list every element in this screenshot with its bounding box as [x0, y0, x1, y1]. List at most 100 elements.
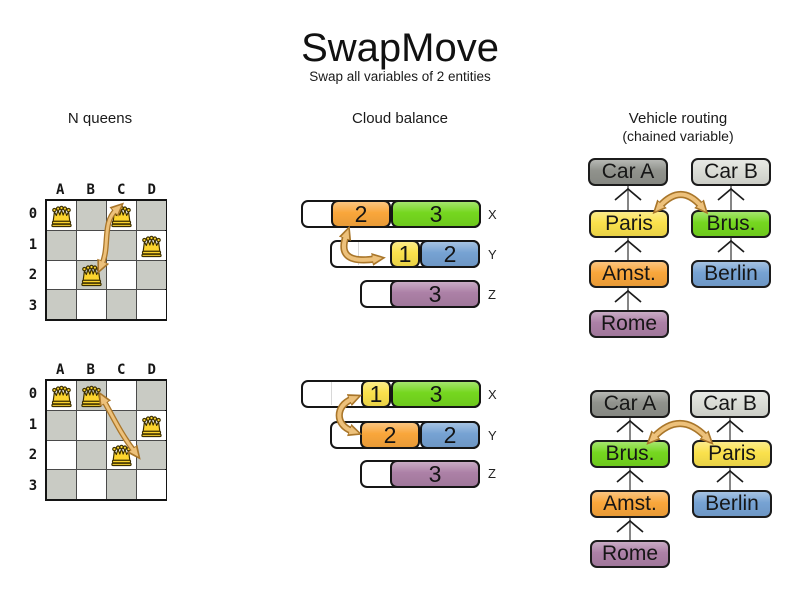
process-block-blue: 2: [420, 240, 480, 268]
row-label-2: 2: [28, 447, 38, 464]
chain-link-icon: [614, 186, 745, 540]
board-cell-A2: [47, 440, 76, 470]
board-cell-B3: [77, 470, 106, 499]
board-cell-B1: [77, 230, 106, 260]
board-before-row-labels: 0 1 2 3: [25, 199, 41, 321]
vr-box-paris: Paris: [692, 440, 772, 468]
board-cell-B2: [77, 440, 106, 470]
board-cell-C0: [107, 201, 136, 230]
vr-box-rome: Rome: [589, 310, 669, 338]
queen-icon: [111, 445, 132, 467]
computer-label-z: Z: [488, 466, 496, 481]
page-title: SwapMove: [301, 26, 499, 70]
col-label-b: B: [86, 182, 95, 198]
swap-arrow-vehicle-before: [652, 190, 709, 215]
row-label-0: 0: [28, 386, 38, 403]
board-cell-A1: [47, 410, 76, 440]
board-cell-C0: [107, 381, 136, 410]
col-label-c: C: [117, 182, 126, 198]
vr-box-paris: Paris: [589, 210, 669, 238]
queen-icon: [111, 205, 132, 227]
board-cell-A0: [47, 381, 76, 410]
process-block-green: 3: [391, 200, 481, 228]
board-cell-A3: [47, 470, 76, 499]
row-label-3: 3: [28, 477, 38, 494]
vr-box-berlin: Berlin: [692, 490, 772, 518]
board-before-col-labels: A B C D: [45, 182, 167, 198]
board-cell-B0: [77, 381, 106, 410]
chessboard-after: [45, 379, 167, 501]
board-cell-D1: [137, 230, 166, 260]
row-label-1: 1: [28, 416, 38, 433]
board-cell-D2: [137, 440, 166, 470]
computer-label-y: Y: [488, 428, 497, 443]
board-cell-B0: [77, 201, 106, 230]
board-cell-A1: [47, 230, 76, 260]
process-block-yellow: 1: [390, 240, 420, 268]
computer-label-y: Y: [488, 247, 497, 262]
row-label-0: 0: [28, 206, 38, 223]
board-cell-D3: [137, 290, 166, 319]
board-cell-C2: [107, 260, 136, 290]
board-cell-A2: [47, 260, 76, 290]
chessboard-before: [45, 199, 167, 321]
board-cell-C3: [107, 470, 136, 499]
vr-box-brussels: Brus.: [691, 210, 771, 238]
queen-icon: [51, 385, 72, 407]
computer-label-x: X: [488, 387, 497, 402]
process-block-purple: 3: [390, 280, 480, 308]
queen-icon: [81, 385, 102, 407]
board-cell-D2: [137, 260, 166, 290]
heading-vehicle-routing-sub: (chained variable): [622, 128, 734, 144]
vr-box-car-a: Car A: [588, 158, 668, 186]
vr-box-car-b: Car B: [690, 390, 770, 418]
vr-box-car-b: Car B: [691, 158, 771, 186]
board-cell-D1: [137, 410, 166, 440]
vr-box-brussels: Brus.: [590, 440, 670, 468]
board-after-col-labels: A B C D: [45, 362, 167, 378]
heading-nqueens: N queens: [67, 110, 133, 127]
vr-box-amsterdam: Amst.: [589, 260, 669, 288]
board-cell-C2: [107, 440, 136, 470]
col-label-d: D: [147, 362, 156, 378]
col-label-a: A: [56, 182, 65, 198]
swap-arrow-vehicle-after: [646, 420, 714, 445]
page-subtitle: Swap all variables of 2 entities: [309, 69, 491, 84]
process-block-purple: 3: [390, 460, 480, 488]
process-block-yellow: 1: [361, 380, 391, 408]
board-cell-A3: [47, 290, 76, 319]
col-label-b: B: [86, 362, 95, 378]
row-label-2: 2: [28, 267, 38, 284]
queen-icon: [81, 265, 102, 287]
col-label-a: A: [56, 362, 65, 378]
process-block-green: 3: [391, 380, 481, 408]
board-cell-B3: [77, 290, 106, 319]
vr-box-berlin: Berlin: [691, 260, 771, 288]
board-cell-D0: [137, 201, 166, 230]
process-block-orange: 2: [331, 200, 391, 228]
heading-vehicle-routing: Vehicle routing: [628, 110, 728, 127]
computer-label-z: Z: [488, 287, 496, 302]
process-block-blue: 2: [420, 421, 480, 449]
row-label-1: 1: [28, 236, 38, 253]
board-cell-C3: [107, 290, 136, 319]
vr-box-rome: Rome: [590, 540, 670, 568]
board-cell-B2: [77, 260, 106, 290]
board-cell-D0: [137, 381, 166, 410]
vr-box-car-a: Car A: [590, 390, 670, 418]
row-label-3: 3: [28, 297, 38, 314]
board-cell-C1: [107, 230, 136, 260]
board-cell-B1: [77, 410, 106, 440]
queen-icon: [141, 415, 162, 437]
col-label-d: D: [147, 182, 156, 198]
vr-box-amsterdam: Amst.: [590, 490, 670, 518]
board-cell-A0: [47, 201, 76, 230]
computer-label-x: X: [488, 207, 497, 222]
ghost-tick: [358, 242, 359, 265]
heading-cloud-balance: Cloud balance: [352, 110, 448, 127]
process-block-orange: 2: [360, 421, 420, 449]
ghost-tick: [331, 382, 332, 405]
queen-icon: [141, 235, 162, 257]
board-cell-C1: [107, 410, 136, 440]
